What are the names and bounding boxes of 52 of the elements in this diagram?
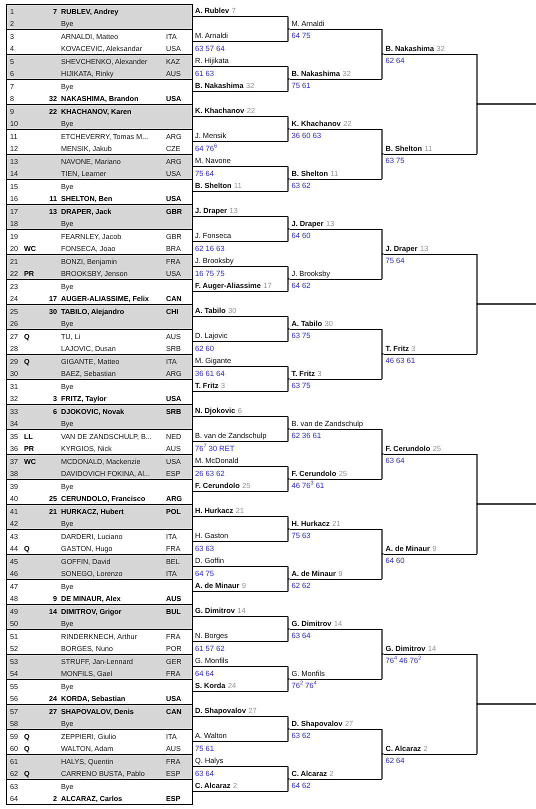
bracket-line [287,216,290,230]
bracket-line [381,529,384,555]
bracket-line [287,116,290,130]
bracket-line [287,178,290,192]
bracket-line [287,228,290,242]
bracket-line [287,628,290,642]
bracket-line [287,466,290,480]
bracket-line [287,578,290,592]
bracket-line [287,278,290,292]
bracket-line [381,353,384,379]
bracket-line [381,53,384,79]
bracket-line [287,778,290,792]
bracket-line [287,16,290,30]
bracket-line [287,716,290,730]
bracket-line [287,616,290,630]
bracket-line [287,266,290,280]
bracket-line [287,328,290,342]
bracket-line [287,128,290,142]
bracket-line [381,129,384,155]
bracket-line [381,653,384,679]
bracket-line [287,478,290,492]
bracket-line [287,366,290,380]
bracket-line [287,316,290,330]
bracket-line [381,629,384,655]
bracket-line [381,429,384,455]
bracket-line [287,428,290,442]
bracket-line [476,103,536,154]
bracket-line [476,703,536,754]
bracket-line [381,253,384,279]
bracket-line [476,503,536,554]
bracket-line [287,378,290,392]
bracket-line [381,329,384,355]
bracket-line [381,553,384,579]
bracket-line [287,528,290,542]
bracket-line [287,66,290,80]
bracket-line [287,516,290,530]
bracket-line [381,753,384,779]
bracket-line [381,229,384,255]
bracket-line [287,28,290,42]
bracket-line [287,166,290,180]
bracket-line [381,153,384,179]
bracket-line [287,728,290,742]
bracket-line [287,416,290,430]
bracket-line [287,666,290,680]
bracket-line [381,729,384,755]
bracket-line [381,29,384,55]
bracket-line [287,678,290,692]
bracket-line [287,78,290,92]
bracket-line [476,303,536,354]
bracket-line [287,566,290,580]
bracket-line [287,766,290,780]
bracket-line [381,453,384,479]
